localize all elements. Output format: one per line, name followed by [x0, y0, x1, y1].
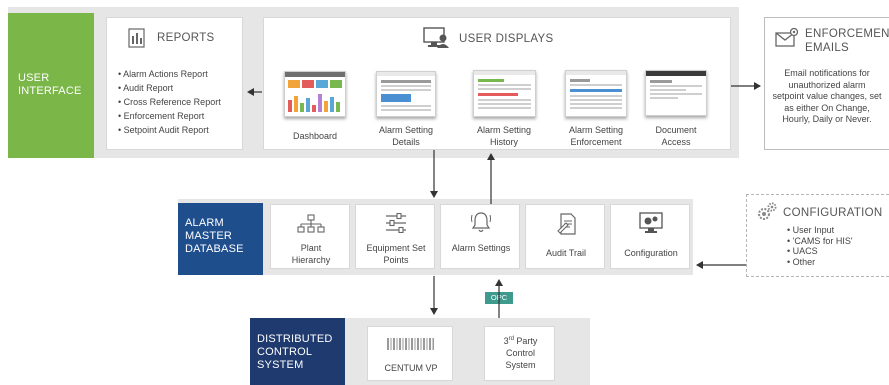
alarm-setting-enforcement-thumbnail[interactable] — [565, 70, 627, 117]
centum-barcode-icon — [387, 337, 435, 356]
dashboard-thumbnail[interactable] — [284, 71, 346, 117]
configuration-item: 'CAMS for HIS' — [787, 236, 853, 247]
centum-vp-card[interactable]: CENTUM VP — [367, 326, 453, 381]
configuration-item: UACS — [787, 246, 853, 257]
dcs-label: DISTRIBUTED CONTROL SYSTEM — [257, 333, 333, 371]
user-interface-label: USER INTERFACE — [18, 72, 82, 97]
document-pen-icon — [557, 213, 577, 235]
display-label-document-access: Document Access — [655, 125, 697, 147]
configuration-title: CONFIGURATION — [783, 207, 883, 219]
module-label-equipment-set-points: Equipment Set Points — [366, 243, 426, 265]
report-item[interactable]: Alarm Actions Report — [118, 67, 221, 81]
user-interface-block: USER INTERFACE — [8, 13, 94, 158]
report-chart-icon — [128, 28, 147, 53]
monitor-gears-icon — [639, 212, 663, 234]
alarm-setting-details-thumbnail[interactable] — [376, 71, 436, 117]
report-item[interactable]: Setpoint Audit Report — [118, 123, 221, 137]
centum-vp-label: CENTUM VP — [384, 363, 438, 373]
report-item[interactable]: Audit Report — [118, 81, 221, 95]
reports-card: REPORTS Alarm Actions Report Audit Repor… — [106, 17, 243, 150]
user-displays-card: USER DISPLAYS — [263, 17, 731, 150]
module-plant-hierarchy[interactable]: Plant Hierarchy — [270, 204, 350, 269]
envelope-gear-icon — [775, 27, 799, 54]
sliders-icon — [385, 213, 407, 233]
reports-title: REPORTS — [157, 32, 215, 44]
display-label-alarm-setting-history: Alarm Setting History — [476, 125, 532, 147]
module-configuration[interactable]: Configuration — [610, 204, 690, 269]
alarm-master-panel — [178, 199, 693, 275]
hierarchy-icon — [297, 214, 325, 234]
enforcement-emails-description: Email notifications for unauthorized ala… — [772, 68, 882, 124]
reports-list: Alarm Actions Report Audit Report Cross … — [118, 67, 221, 137]
alarm-master-label: ALARM MASTER DATABASE — [185, 217, 244, 255]
enforcement-emails-card: ENFORCEMENT EMAILS Email notifications f… — [764, 17, 889, 150]
configuration-item: User Input — [787, 225, 853, 236]
module-audit-trail[interactable]: Audit Trail — [525, 204, 605, 269]
configuration-list: User Input 'CAMS for HIS' UACS Other — [787, 225, 853, 267]
module-equipment-set-points[interactable]: Equipment Set Points — [355, 204, 435, 269]
document-access-thumbnail[interactable] — [645, 70, 707, 116]
module-label-configuration: Configuration — [624, 248, 678, 258]
dcs-block: DISTRIBUTED CONTROL SYSTEM — [250, 318, 345, 385]
configuration-item: Other — [787, 257, 853, 268]
bell-icon — [471, 211, 491, 233]
report-item[interactable]: Cross Reference Report — [118, 95, 221, 109]
enforcement-emails-title: ENFORCEMENT EMAILS — [805, 28, 889, 54]
gears-icon — [756, 201, 778, 228]
module-label-alarm-settings: Alarm Settings — [451, 243, 511, 253]
configuration-box: CONFIGURATION User Input 'CAMS for HIS' … — [746, 194, 889, 277]
display-label-alarm-setting-details: Alarm Setting Details — [378, 125, 434, 147]
display-label-dashboard: Dashboard — [292, 131, 338, 141]
user-displays-title: USER DISPLAYS — [459, 33, 554, 45]
module-alarm-settings[interactable]: Alarm Settings — [440, 204, 520, 269]
alarm-master-block: ALARM MASTER DATABASE — [178, 203, 263, 275]
monitor-user-icon — [423, 27, 449, 54]
module-label-plant-hierarchy: Plant Hierarchy — [291, 243, 331, 265]
alarm-setting-history-thumbnail[interactable] — [473, 70, 536, 117]
module-label-audit-trail: Audit Trail — [545, 248, 587, 258]
report-item[interactable]: Enforcement Report — [118, 109, 221, 123]
display-label-alarm-setting-enforcement: Alarm Setting Enforcement — [568, 125, 624, 147]
